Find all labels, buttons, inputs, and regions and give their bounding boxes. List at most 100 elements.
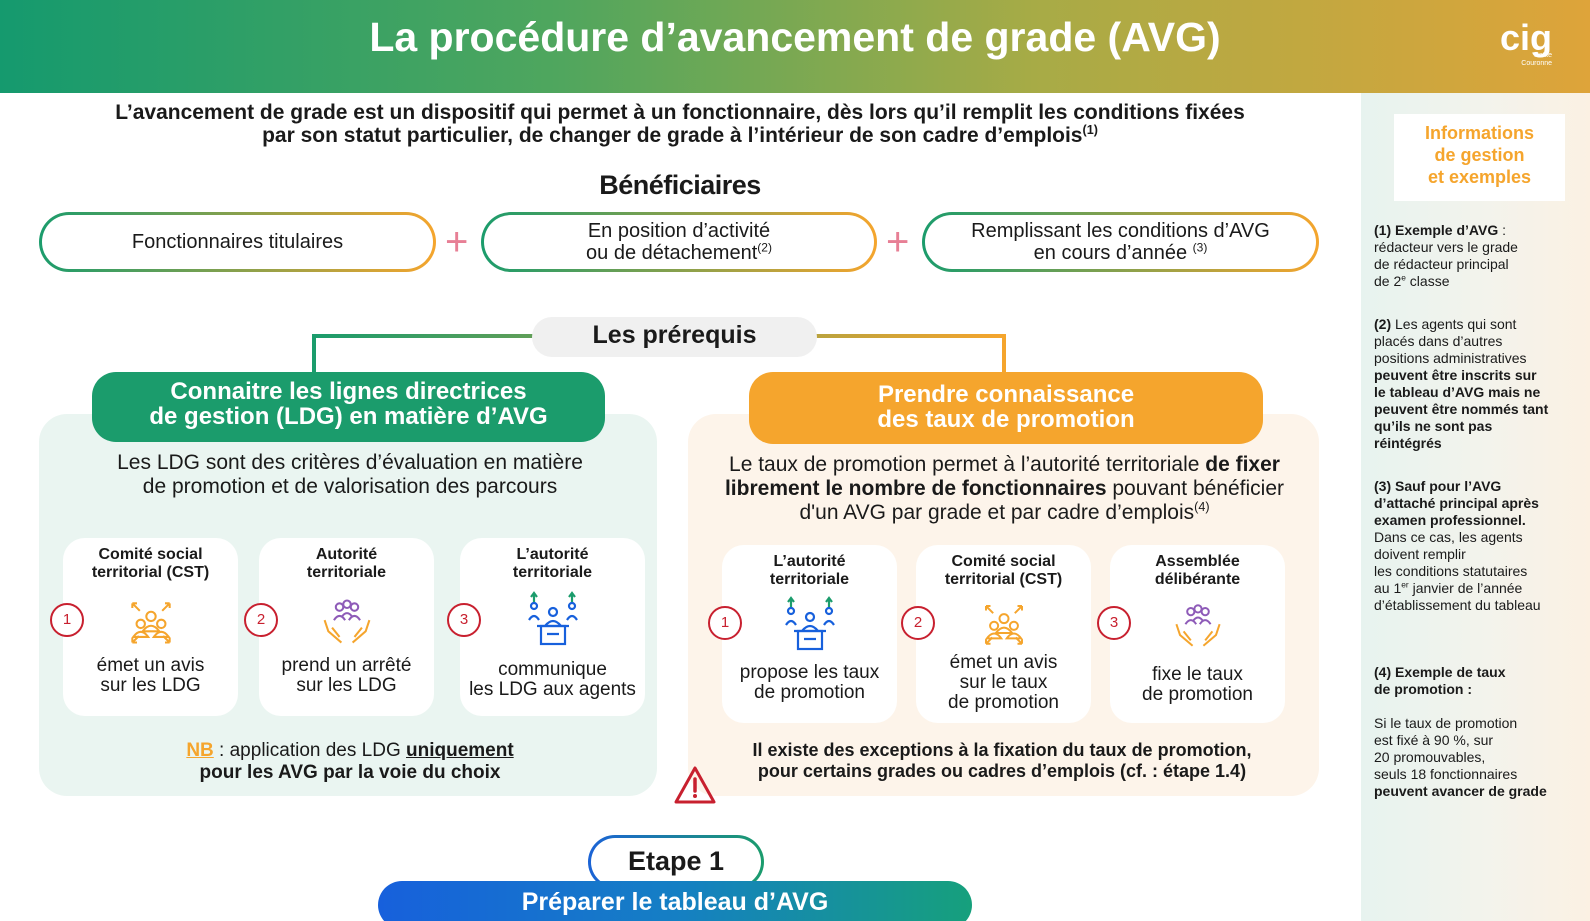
pill-text: Fonctionnaires titulaires bbox=[131, 231, 344, 253]
exceptions-warning: Il existe des exceptions à la fixation d… bbox=[712, 740, 1292, 782]
step-number: 2 bbox=[901, 606, 935, 640]
group-arrows-icon bbox=[977, 597, 1031, 651]
note-bold: peuvent être inscrits sur bbox=[1374, 367, 1537, 383]
card-body: émet un avis bbox=[949, 652, 1058, 673]
note-sup: er bbox=[1401, 579, 1409, 590]
note-2: (2) Les agents qui sont placés dans d’au… bbox=[1374, 316, 1579, 452]
card-title: territorial (CST) bbox=[944, 571, 1063, 588]
header-banner bbox=[0, 0, 1590, 93]
note-text: seuls 18 fonctionnaires bbox=[1374, 766, 1518, 782]
prerequis-title: Les prérequis bbox=[532, 317, 817, 357]
beneficiaires-title: Bénéficiaires bbox=[599, 170, 761, 200]
note-text: est fixé à 90 %, sur bbox=[1374, 732, 1494, 748]
step-number: 1 bbox=[50, 603, 84, 637]
note-text: de 2 bbox=[1374, 273, 1402, 289]
card-title: Assemblée bbox=[1155, 553, 1240, 570]
sidebar-title-line: Informations bbox=[1424, 123, 1534, 143]
note-text: rédacteur vers le grade bbox=[1374, 239, 1518, 255]
pill-text: En position d’activité bbox=[587, 220, 771, 242]
card-title: L’autorité bbox=[516, 546, 589, 563]
desc-bold: de fixer bbox=[1205, 453, 1280, 476]
note-text: placés dans d’autres bbox=[1374, 333, 1503, 349]
note-bold: (3) Sauf pour l’AVG bbox=[1374, 478, 1502, 494]
note-bold: le tableau d’AVG mais ne bbox=[1374, 384, 1541, 400]
taux-description: Le taux de promotion permet à l’autorité… bbox=[692, 453, 1317, 525]
desc-line: Les LDG sont des critères d’évaluation e… bbox=[117, 451, 583, 474]
heading-line: de gestion (LDG) en matière d’AVG bbox=[149, 403, 548, 430]
note-text: 20 promouvables, bbox=[1374, 749, 1486, 765]
heading-line: des taux de promotion bbox=[877, 406, 1135, 433]
note-bold: (4) Exemple de taux bbox=[1374, 664, 1506, 680]
note-text: janvier de l’année bbox=[1408, 580, 1523, 596]
note-bold: qu’ils ne sont pas bbox=[1374, 418, 1493, 434]
heading-line: Prendre connaissance bbox=[877, 381, 1135, 408]
ldg-description: Les LDG sont des critères d’évaluation e… bbox=[60, 451, 640, 499]
step-number: 1 bbox=[708, 606, 742, 640]
note-text: Les agents qui sont bbox=[1391, 316, 1517, 332]
note-text: au 1 bbox=[1374, 580, 1402, 596]
logo-sub: Petite bbox=[1534, 52, 1553, 59]
note-text: classe bbox=[1405, 273, 1450, 289]
footnote-ref: (4) bbox=[1194, 500, 1210, 514]
hands-people-icon bbox=[319, 594, 375, 650]
desc-bold: librement le nombre de fonctionnaires bbox=[724, 477, 1107, 500]
hands-people-icon bbox=[1171, 599, 1225, 653]
card-title: Autorité bbox=[315, 546, 378, 563]
note-4: (4) Exemple de taux de promotion : Si le… bbox=[1374, 664, 1579, 800]
note-bold: de promotion : bbox=[1374, 681, 1472, 697]
note-sup: e bbox=[1401, 272, 1406, 283]
desc-line: de promotion et de valorisation des parc… bbox=[142, 475, 558, 498]
card-body: de promotion bbox=[1142, 684, 1253, 705]
podium-speaker-icon bbox=[523, 590, 583, 650]
pill-text: en cours d’année bbox=[1033, 242, 1188, 264]
card-title: territoriale bbox=[512, 564, 593, 581]
podium-speaker-icon bbox=[780, 595, 840, 655]
intro-line: L’avancement de grade est un dispositif … bbox=[115, 101, 1245, 124]
intro-text: L’avancement de grade est un dispositif … bbox=[60, 101, 1300, 147]
note-text: les conditions statutaires bbox=[1374, 563, 1528, 579]
nb-label: NB bbox=[186, 740, 214, 761]
card-title: Comité social bbox=[98, 546, 203, 563]
nb-emphasis: uniquement bbox=[406, 740, 514, 761]
note-bold: examen professionnel. bbox=[1374, 512, 1526, 528]
note-text: doivent remplir bbox=[1374, 546, 1466, 562]
nb-text: pour les AVG par la voie du choix bbox=[199, 762, 501, 783]
step-number: 3 bbox=[447, 603, 481, 637]
sidebar-title-line: et exemples bbox=[1427, 167, 1532, 187]
plus-icon: + bbox=[445, 220, 469, 264]
note-bold: peuvent avancer de grade bbox=[1374, 783, 1547, 799]
card-title: L’autorité bbox=[773, 553, 846, 570]
etape-subtitle: Préparer le tableau d’AVG bbox=[378, 881, 972, 921]
note-bold: d’attaché principal après bbox=[1374, 495, 1539, 511]
card-body: propose les taux bbox=[739, 662, 880, 683]
card-title: Comité social bbox=[951, 553, 1056, 570]
card-title: territoriale bbox=[306, 564, 387, 581]
card-body: de promotion bbox=[754, 682, 865, 703]
card-body: sur les LDG bbox=[100, 675, 201, 696]
logo-text: cig bbox=[1500, 17, 1553, 58]
step-number: 2 bbox=[244, 603, 278, 637]
note-text: : bbox=[1498, 222, 1506, 238]
card-body: fixe le taux bbox=[1152, 664, 1243, 685]
footnote-ref: (1) bbox=[1082, 123, 1098, 137]
note-bold: (1) Exemple d’AVG bbox=[1374, 222, 1499, 238]
card-body: sur le taux bbox=[959, 672, 1048, 693]
page-title: La procédure d’avancement de grade (AVG) bbox=[369, 14, 1221, 60]
desc-text: d'un AVG par grade et par cadre d’emploi… bbox=[799, 501, 1195, 524]
card-title: territorial (CST) bbox=[91, 564, 210, 581]
pill-text: ou de détachement bbox=[586, 242, 758, 264]
warning-line: pour certains grades ou cadres d’emplois… bbox=[757, 761, 1247, 781]
nb-note: NB : application des LDG uniquement pour… bbox=[60, 740, 640, 784]
step-number: 3 bbox=[1097, 606, 1131, 640]
